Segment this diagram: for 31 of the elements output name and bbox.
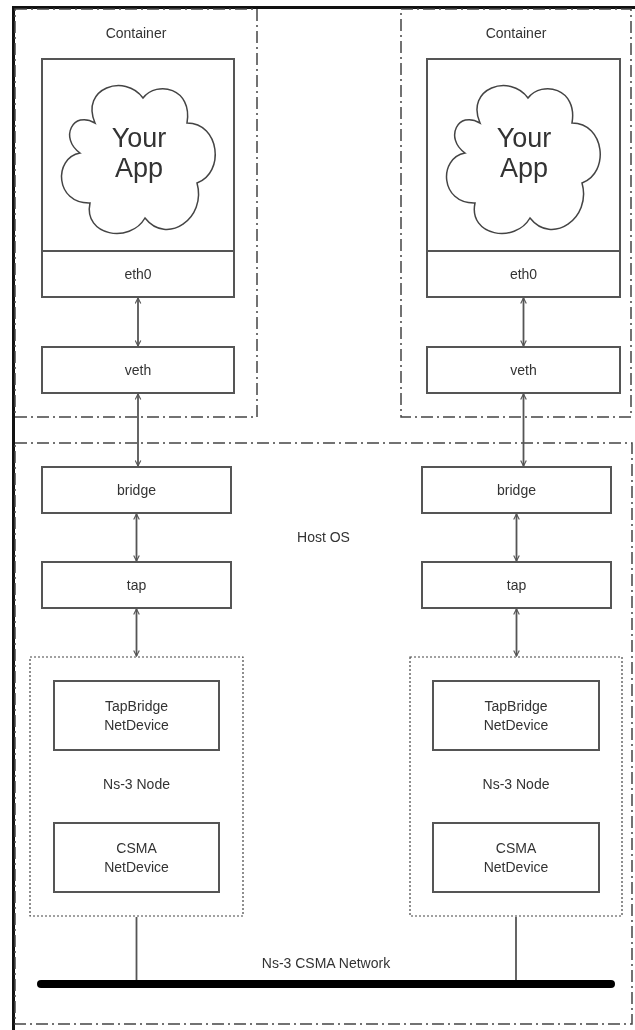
device-box: tap: [421, 561, 612, 609]
boundary-label: Ns-3 Node: [102, 775, 171, 794]
connector-arrow: [520, 297, 527, 347]
connector-arrow: [513, 608, 520, 657]
connector-arrow: [133, 513, 140, 562]
device-box: tap: [41, 561, 232, 609]
boundary-label: Ns-3 Node: [481, 775, 551, 794]
device-box: TapBridge NetDevice: [432, 680, 600, 751]
connector-arrow: [134, 393, 142, 467]
connector-arrow: [513, 513, 520, 562]
device-box: CSMA NetDevice: [432, 822, 600, 893]
app-box: [426, 58, 621, 298]
app-box: [41, 58, 235, 298]
boundary-label: Host OS: [296, 528, 351, 547]
ns3-node-boundary: [29, 656, 244, 917]
ns3-node-boundary: [409, 656, 623, 917]
device-box: veth: [41, 346, 235, 394]
device-box: veth: [426, 346, 621, 394]
device-box: bridge: [41, 466, 232, 514]
connector-arrow: [134, 297, 142, 347]
boundary-label: Container: [484, 24, 548, 43]
device-box: bridge: [421, 466, 612, 514]
container-boundary: [14, 8, 258, 418]
connector-arrow: [520, 393, 527, 467]
connector-arrow: [133, 608, 140, 657]
device-box: TapBridge NetDevice: [53, 680, 220, 751]
network-label: Ns-3 CSMA Network: [260, 954, 392, 973]
boundary-label: Container: [104, 24, 168, 43]
host-boundary: [14, 442, 633, 1025]
container-boundary: [400, 8, 632, 418]
device-box: CSMA NetDevice: [53, 822, 220, 893]
